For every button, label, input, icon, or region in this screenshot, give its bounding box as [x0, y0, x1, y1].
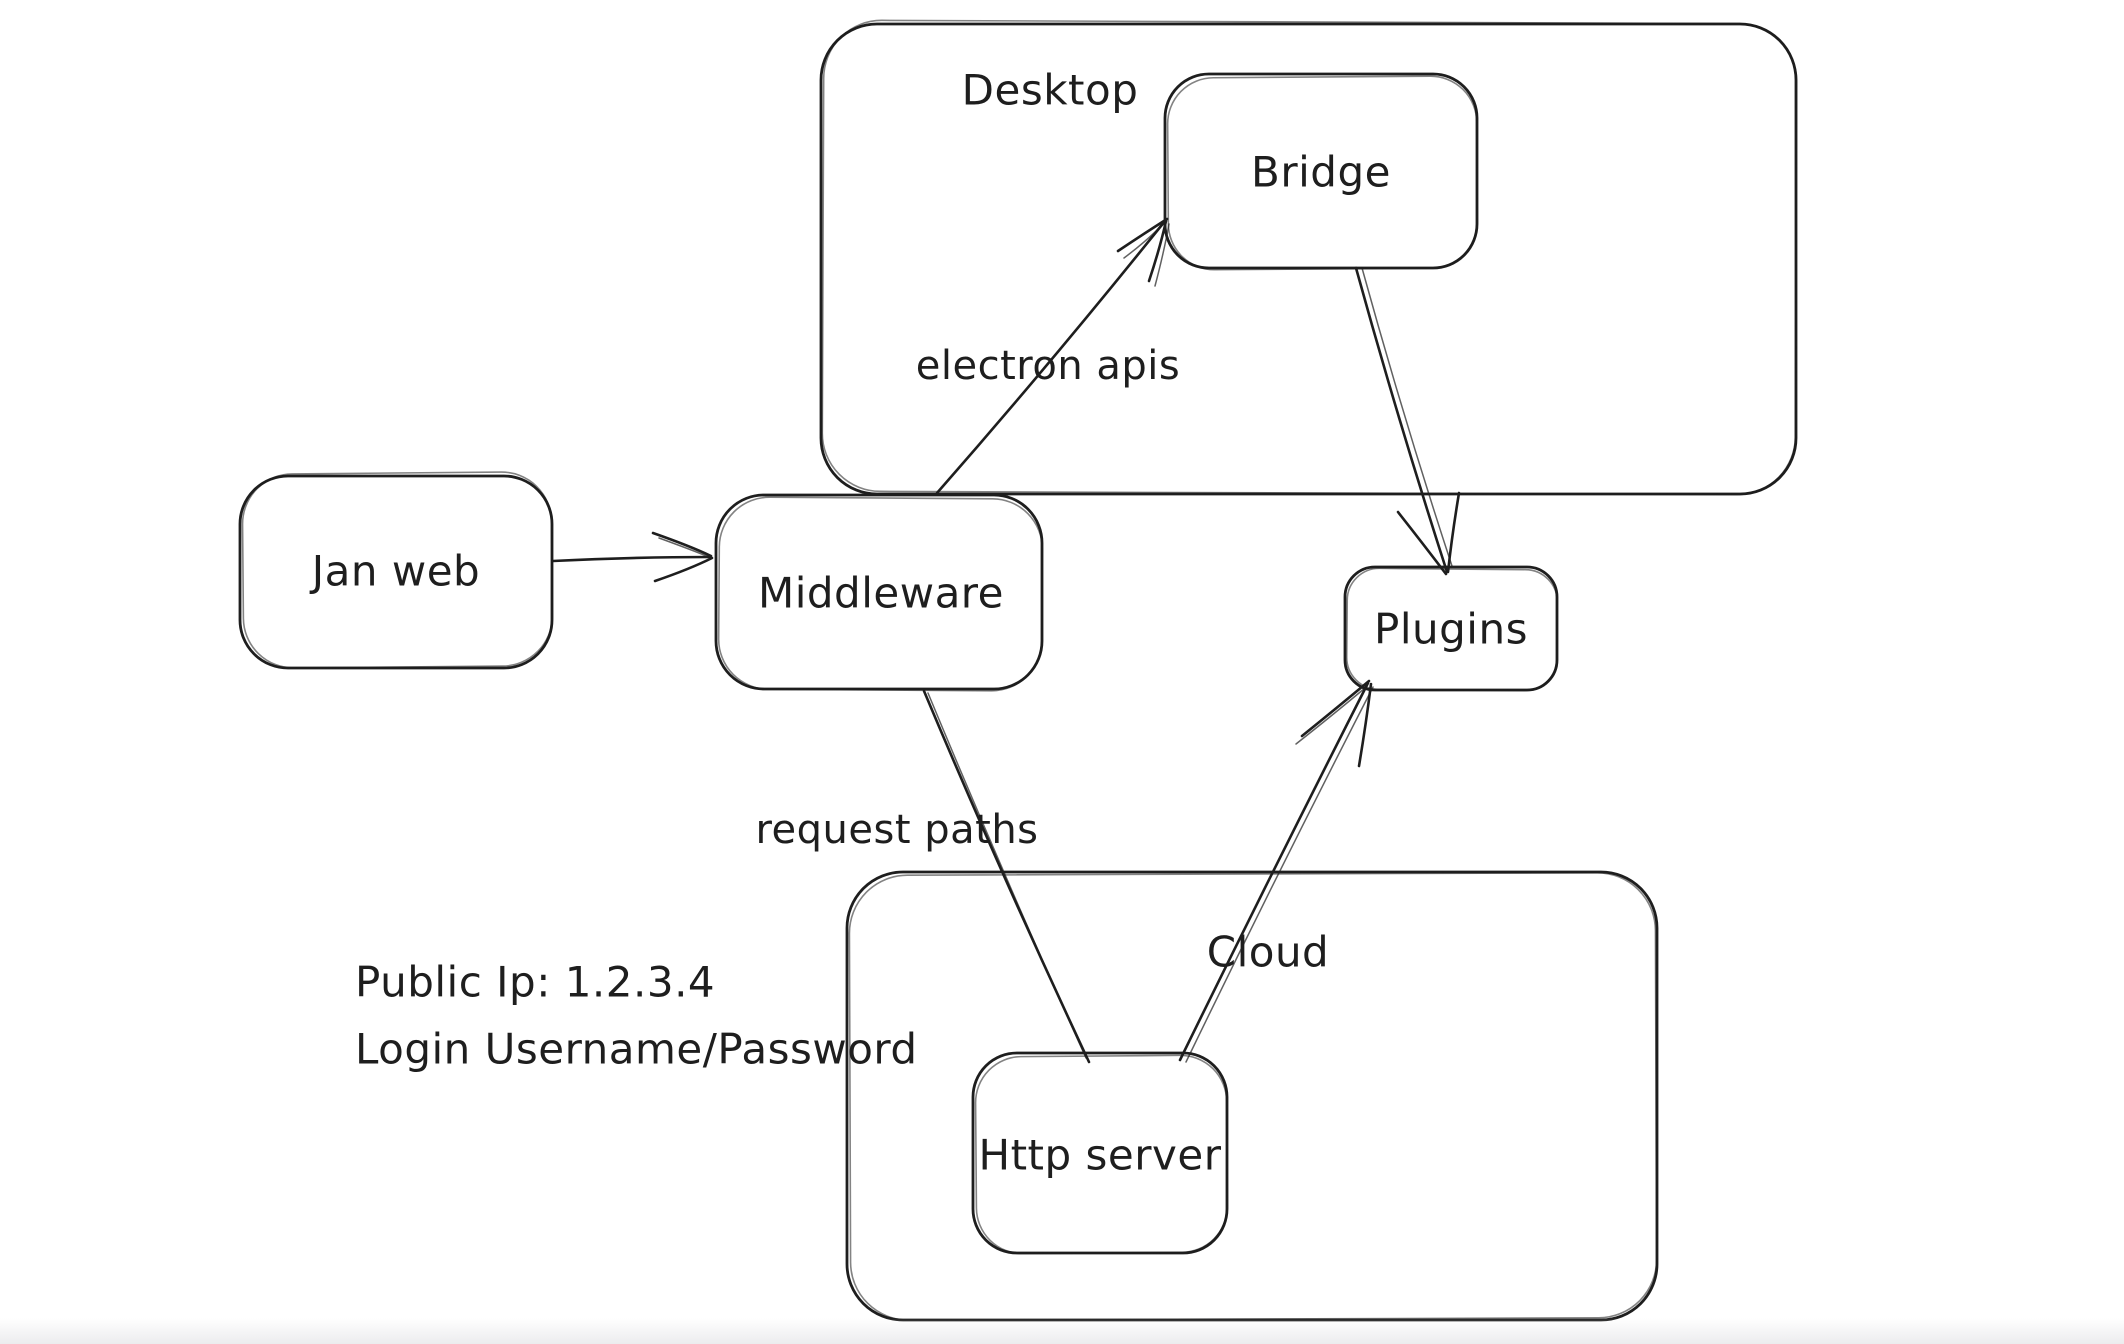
arrowhead-sketch: [658, 537, 710, 558]
edge-bridge-to-plugins: [1354, 266, 1461, 576]
annotation-public-ip: Public Ip: 1.2.3.4: [355, 958, 715, 1007]
edge-sketch: [927, 692, 1087, 1059]
edge-http-server-to-plugins: [1178, 679, 1374, 1063]
arrowhead-barb: [651, 531, 713, 558]
edge-sketch: [1361, 267, 1453, 567]
node-jan-web: Jan web: [238, 471, 554, 670]
container-cloud: Cloud: [845, 870, 1659, 1322]
edge-shaft: [1178, 681, 1370, 1062]
middleware-label: Middleware: [758, 569, 1004, 618]
edge-sketch: [1185, 686, 1374, 1063]
http-server-label: Http server: [979, 1131, 1222, 1180]
desktop-container-label: Desktop: [962, 66, 1139, 115]
arrowhead-barb: [1396, 510, 1448, 576]
jan-web-sketch-stroke: [241, 471, 554, 669]
container-desktop: Desktop: [819, 19, 1798, 496]
edge-jan-web-to-middleware: [551, 531, 714, 583]
edge-shaft: [551, 555, 712, 563]
middleware-sketch-stroke: [717, 496, 1044, 692]
node-bridge: Bridge: [1163, 72, 1479, 271]
arrowhead-barb: [653, 556, 714, 583]
arrowhead-barb: [1116, 217, 1169, 253]
cloud-container-label: Cloud: [1207, 928, 1329, 977]
arrowhead-barb: [1147, 219, 1168, 283]
arrowhead-sketch: [1154, 223, 1170, 287]
plugins-sketch-stroke: [1345, 567, 1559, 692]
edge-label-request-paths: request paths: [755, 807, 1038, 853]
edge-middleware-to-bridge: [935, 217, 1170, 495]
plugins-label: Plugins: [1374, 605, 1528, 654]
desktop-container-sketch-stroke: [821, 19, 1798, 496]
node-middleware: Middleware: [714, 493, 1044, 692]
bridge-sketch-stroke: [1166, 75, 1479, 271]
arrowhead-barb: [1357, 682, 1373, 768]
jan-web-label: Jan web: [309, 547, 480, 596]
edge-shaft: [935, 219, 1167, 495]
arrowhead-barb: [1446, 491, 1461, 574]
bridge-label: Bridge: [1251, 148, 1391, 197]
edge-label-electron-apis: electron apis: [916, 343, 1180, 389]
arrowhead-sketch: [1123, 222, 1165, 259]
annotation-credentials: Public Ip: 1.2.3.4 Login Username/Passwo…: [355, 958, 918, 1074]
arrowhead-barb: [1300, 679, 1371, 738]
http-server-sketch-stroke: [974, 1054, 1229, 1255]
node-http-server: Http server: [971, 1051, 1229, 1255]
edge-middleware-to-http-server: [922, 689, 1091, 1064]
node-plugins: Plugins: [1343, 565, 1559, 692]
arrowhead-sketch: [1295, 687, 1366, 745]
edge-shaft: [1354, 266, 1449, 574]
annotation-login: Login Username/Password: [355, 1025, 918, 1074]
